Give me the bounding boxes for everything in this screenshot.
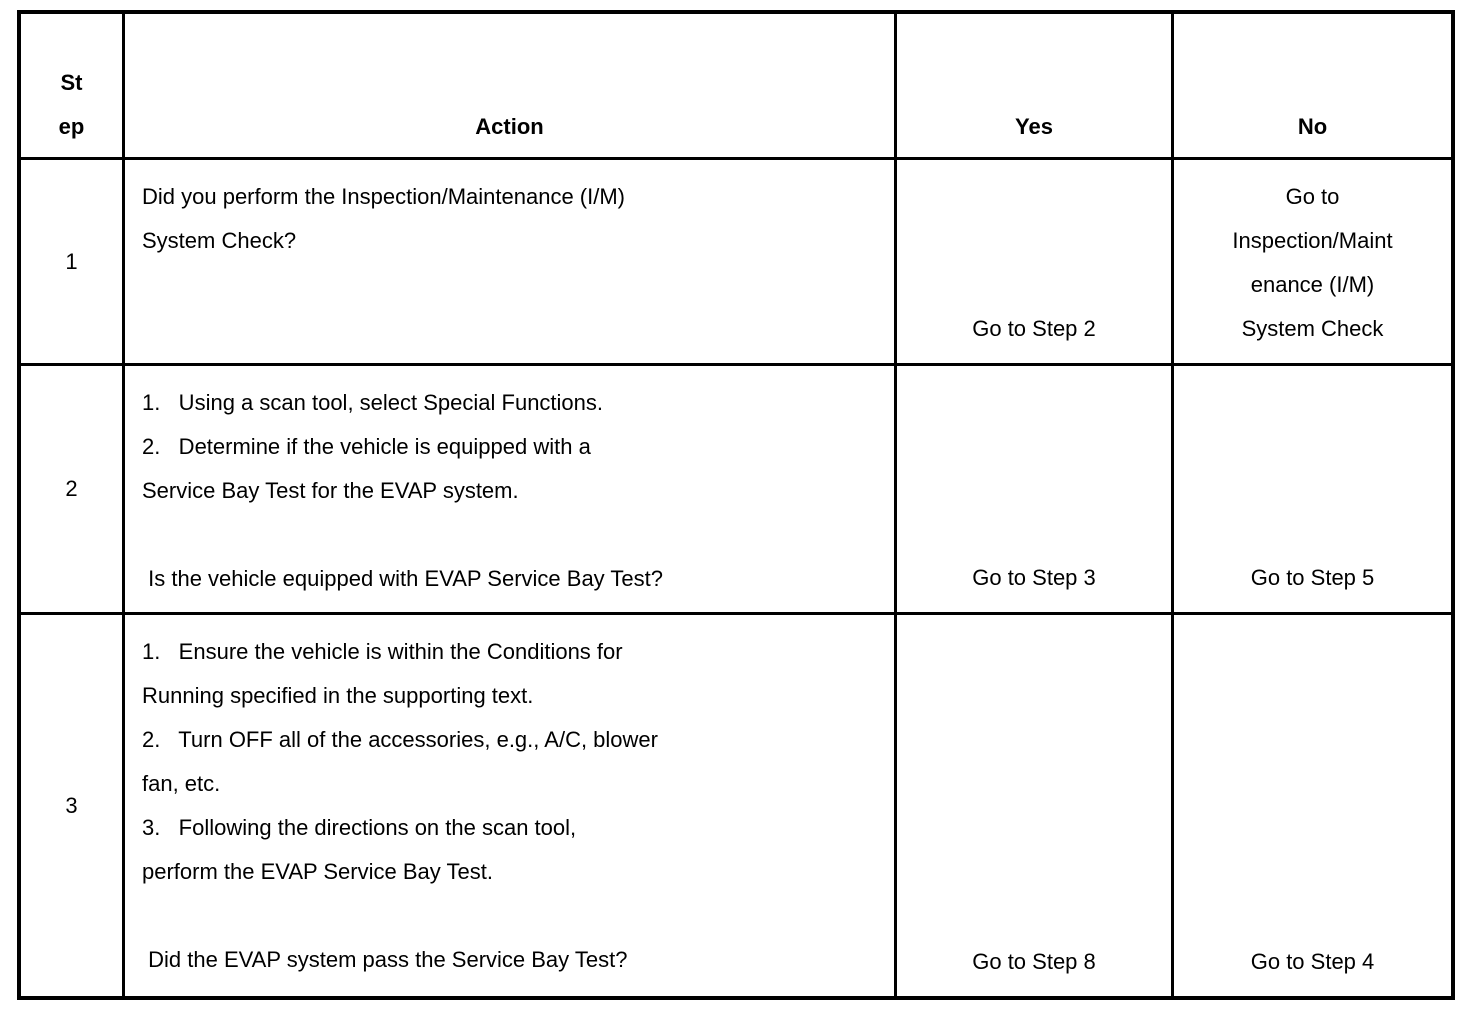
yes-cell: Go to Step 8 [897,615,1174,996]
yes-cell: Go to Step 2 [897,160,1174,366]
no-cell: Go to Step 4 [1250,949,1375,974]
column-header-action: Action [125,14,897,160]
step-cell: 1 [21,160,125,366]
action-cell: Did you perform the Inspection/Maintenan… [125,160,897,366]
no-cell: Go to Step 5 [1174,366,1451,615]
yes-cell: Go to Step 3 [897,366,1174,615]
diagnostic-table: St ep Action Yes No 1 Did you perform th… [17,10,1455,1000]
step-cell: 3 [21,615,125,996]
no-cell: Go to Inspection/Maint enance (I/M) Syst… [1174,160,1451,366]
column-header-no: No [1174,14,1451,160]
column-header-yes: Yes [897,14,1174,160]
step-cell: 2 [21,366,125,615]
column-header-step: St ep [21,14,125,160]
action-cell: 1. Ensure the vehicle is within the Cond… [125,615,897,996]
action-cell: 1. Using a scan tool, select Special Fun… [125,366,897,615]
